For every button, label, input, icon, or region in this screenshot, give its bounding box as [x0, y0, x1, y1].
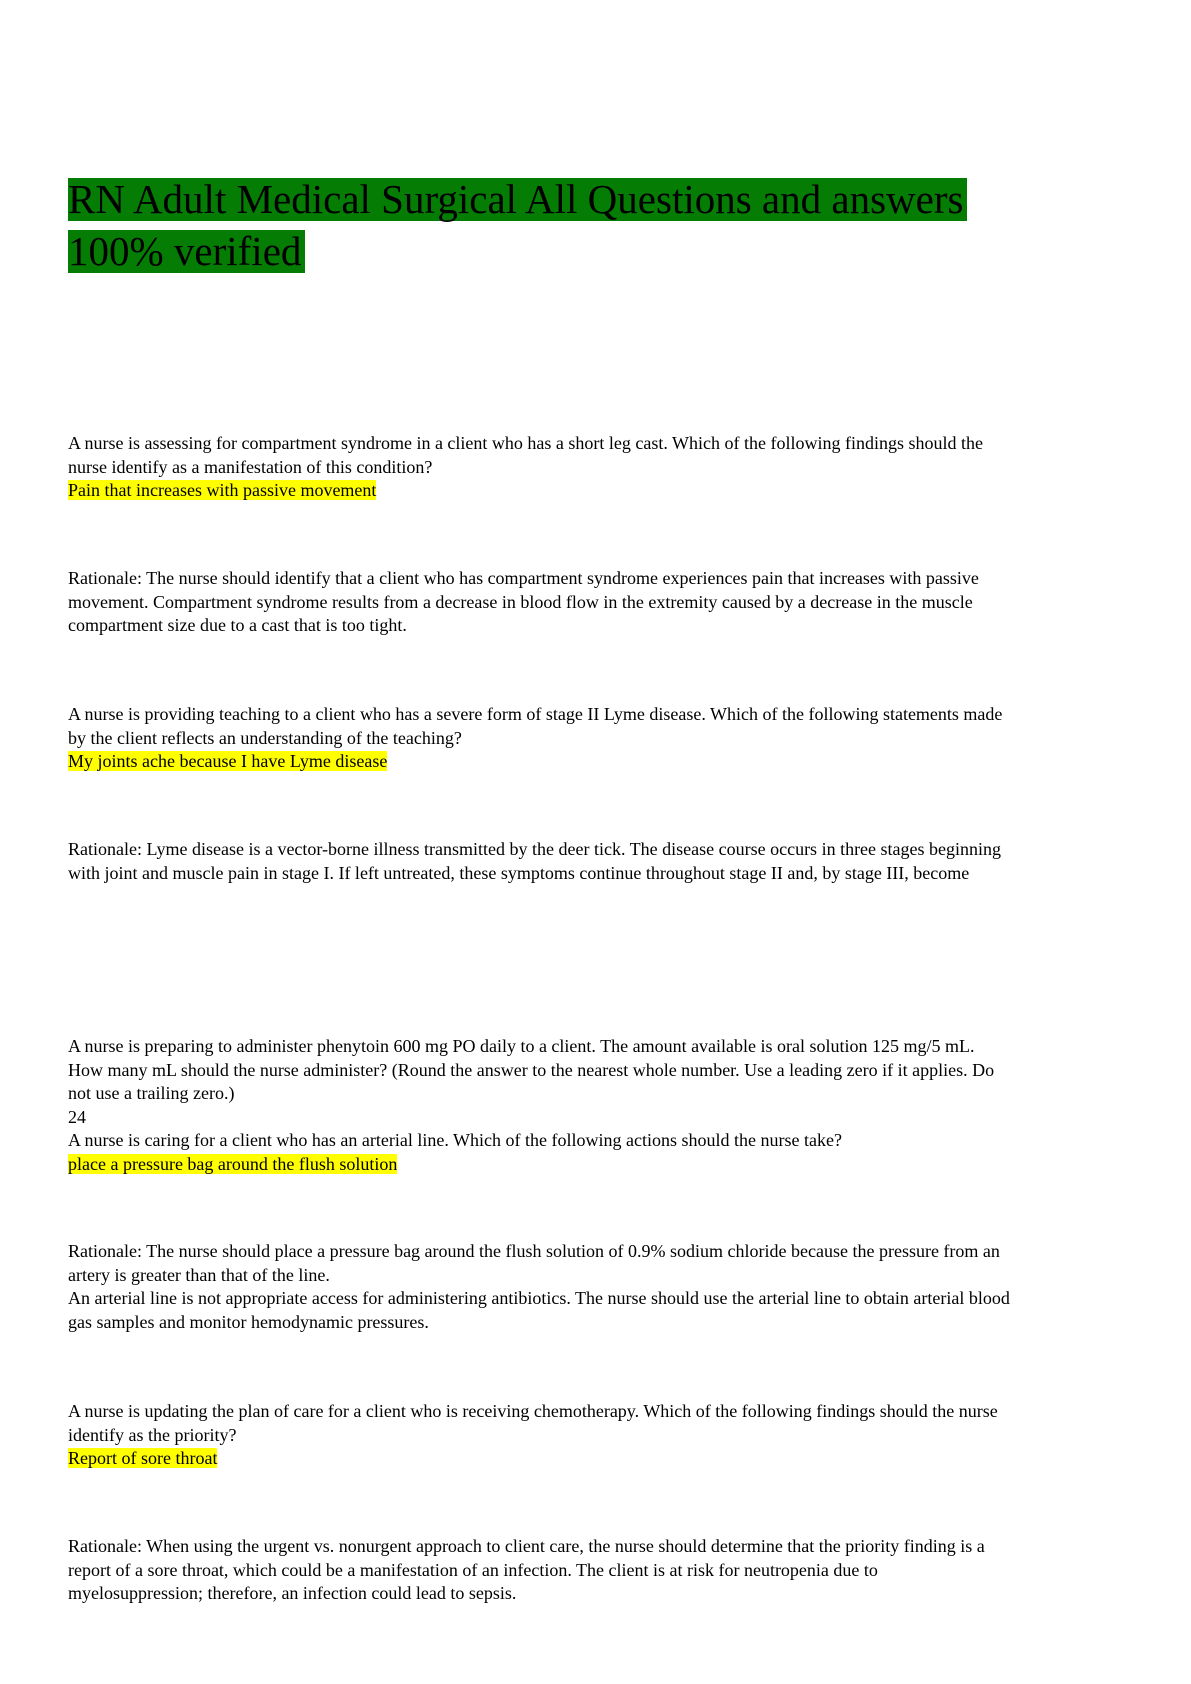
- rationale-text: with joint and muscle pain in stage I. I…: [68, 862, 970, 883]
- question-2: A nurse is providing teaching to a clien…: [68, 703, 1128, 774]
- rationale-text: Rationale: The nurse should identify tha…: [68, 568, 979, 588]
- question-text: A nurse is caring for a client who has a…: [68, 1130, 842, 1150]
- question-5: A nurse is updating the plan of care for…: [68, 1400, 1128, 1471]
- title-highlight: RN Adult Medical Surgical All Questions …: [68, 178, 968, 221]
- rationale-5: Rationale: When using the urgent vs. non…: [68, 1535, 1128, 1606]
- document-title-line-1: RN Adult Medical Surgical All Questions …: [68, 178, 968, 221]
- question-text: How many mL should the nurse administer?…: [68, 1059, 995, 1080]
- question-text: not use a trailing zero.): [68, 1083, 235, 1103]
- rationale-text: Rationale: The nurse should place a pres…: [68, 1241, 1000, 1261]
- answer-highlight: place a pressure bag around the flush so…: [68, 1153, 398, 1174]
- question-text: by the client reflects an understanding …: [68, 727, 462, 748]
- rationale-text: gas samples and monitor hemodynamic pres…: [68, 1311, 429, 1332]
- rationale-2: Rationale: Lyme disease is a vector-born…: [68, 838, 1128, 885]
- question-text: A nurse is providing teaching to a clien…: [68, 704, 1003, 724]
- document-title-line-2: 100% verified: [68, 230, 306, 273]
- rationale-4: Rationale: The nurse should place a pres…: [68, 1240, 1128, 1334]
- rationale-text: Rationale: Lyme disease is a vector-born…: [68, 839, 1002, 859]
- question-text: A nurse is updating the plan of care for…: [68, 1401, 998, 1421]
- question-text: identify as the priority?: [68, 1424, 237, 1445]
- rationale-text: compartment size due to a cast that is t…: [68, 615, 407, 635]
- answer-highlight: My joints ache because I have Lyme disea…: [68, 751, 388, 771]
- question-text: nurse identify as a manifestation of thi…: [68, 456, 433, 477]
- answer-text: 24: [68, 1106, 86, 1127]
- question-1: A nurse is assessing for compartment syn…: [68, 432, 1128, 503]
- rationale-text: movement. Compartment syndrome results f…: [68, 591, 973, 612]
- question-text: A nurse is preparing to administer pheny…: [68, 1036, 975, 1056]
- question-3: A nurse is preparing to administer pheny…: [68, 1035, 1128, 1176]
- rationale-text: myelosuppression; therefore, an infectio…: [68, 1583, 517, 1603]
- rationale-text: report of a sore throat, which could be …: [68, 1559, 878, 1580]
- title-highlight: 100% verified: [68, 230, 306, 273]
- rationale-text: An arterial line is not appropriate acce…: [68, 1288, 1010, 1308]
- rationale-text: Rationale: When using the urgent vs. non…: [68, 1536, 985, 1556]
- answer-highlight: Pain that increases with passive movemen…: [68, 480, 377, 500]
- rationale-text: artery is greater than that of the line.: [68, 1264, 330, 1285]
- rationale-1: Rationale: The nurse should identify tha…: [68, 567, 1128, 638]
- question-text: A nurse is assessing for compartment syn…: [68, 433, 984, 453]
- answer-highlight: Report of sore throat: [68, 1448, 218, 1468]
